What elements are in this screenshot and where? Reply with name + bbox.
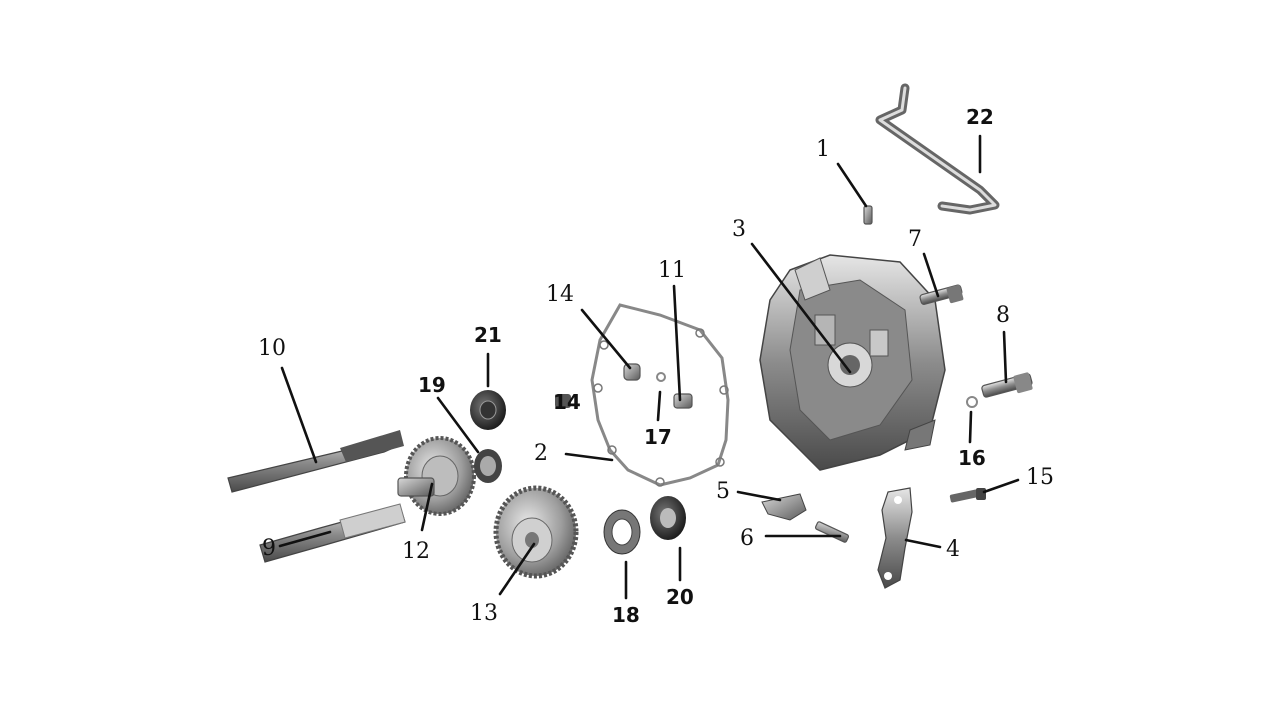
label-19: 19 bbox=[418, 373, 446, 397]
bearing-part-19 bbox=[474, 449, 502, 483]
label-11: 11 bbox=[658, 258, 686, 283]
seal-part-18 bbox=[603, 509, 641, 555]
label-2: 2 bbox=[534, 441, 548, 466]
rod-part bbox=[875, 83, 1000, 215]
part-labels: 1 2 3 4 5 6 7 8 9 10 11 12 13 14 14 15 1… bbox=[258, 105, 1054, 627]
plug-part-14-alt bbox=[555, 394, 571, 408]
bolt-part-6 bbox=[814, 521, 850, 543]
o-ring-part-17 bbox=[656, 372, 666, 382]
label-5: 5 bbox=[716, 479, 730, 504]
plug-part-11 bbox=[673, 393, 693, 409]
label-4: 4 bbox=[946, 537, 960, 562]
pin-part bbox=[863, 205, 873, 225]
label-7: 7 bbox=[908, 227, 922, 252]
leader-lines bbox=[278, 134, 1020, 600]
label-13: 13 bbox=[470, 601, 498, 626]
label-15: 15 bbox=[1026, 465, 1054, 490]
gasket-part bbox=[590, 303, 730, 487]
bearing-part-21 bbox=[470, 390, 506, 430]
label-21: 21 bbox=[474, 323, 502, 347]
label-16: 16 bbox=[958, 446, 986, 470]
label-22: 22 bbox=[966, 105, 994, 129]
bolt-part-8 bbox=[981, 372, 1033, 398]
label-12: 12 bbox=[402, 539, 430, 564]
gear-part-12 bbox=[397, 436, 476, 516]
bolt-part-7 bbox=[919, 284, 964, 305]
label-1: 1 bbox=[816, 137, 830, 162]
label-6: 6 bbox=[740, 526, 754, 551]
o-ring-part-16 bbox=[966, 396, 978, 408]
shaft-part-9 bbox=[259, 503, 406, 563]
label-17: 17 bbox=[644, 425, 672, 449]
label-14-alt: 14 bbox=[553, 390, 581, 414]
label-14: 14 bbox=[546, 282, 574, 307]
label-18: 18 bbox=[612, 603, 640, 627]
label-3: 3 bbox=[732, 217, 746, 242]
bearing-part-20 bbox=[650, 496, 686, 540]
clip-part-5 bbox=[761, 493, 807, 521]
label-10: 10 bbox=[258, 336, 286, 361]
label-20: 20 bbox=[666, 585, 694, 609]
bracket-part-4 bbox=[877, 487, 913, 589]
label-8: 8 bbox=[996, 303, 1010, 328]
gear-part-13 bbox=[493, 485, 579, 579]
bolt-part-15 bbox=[949, 488, 986, 503]
case-cover-part bbox=[759, 254, 946, 471]
plug-part-14 bbox=[623, 363, 641, 381]
label-9: 9 bbox=[262, 536, 276, 561]
